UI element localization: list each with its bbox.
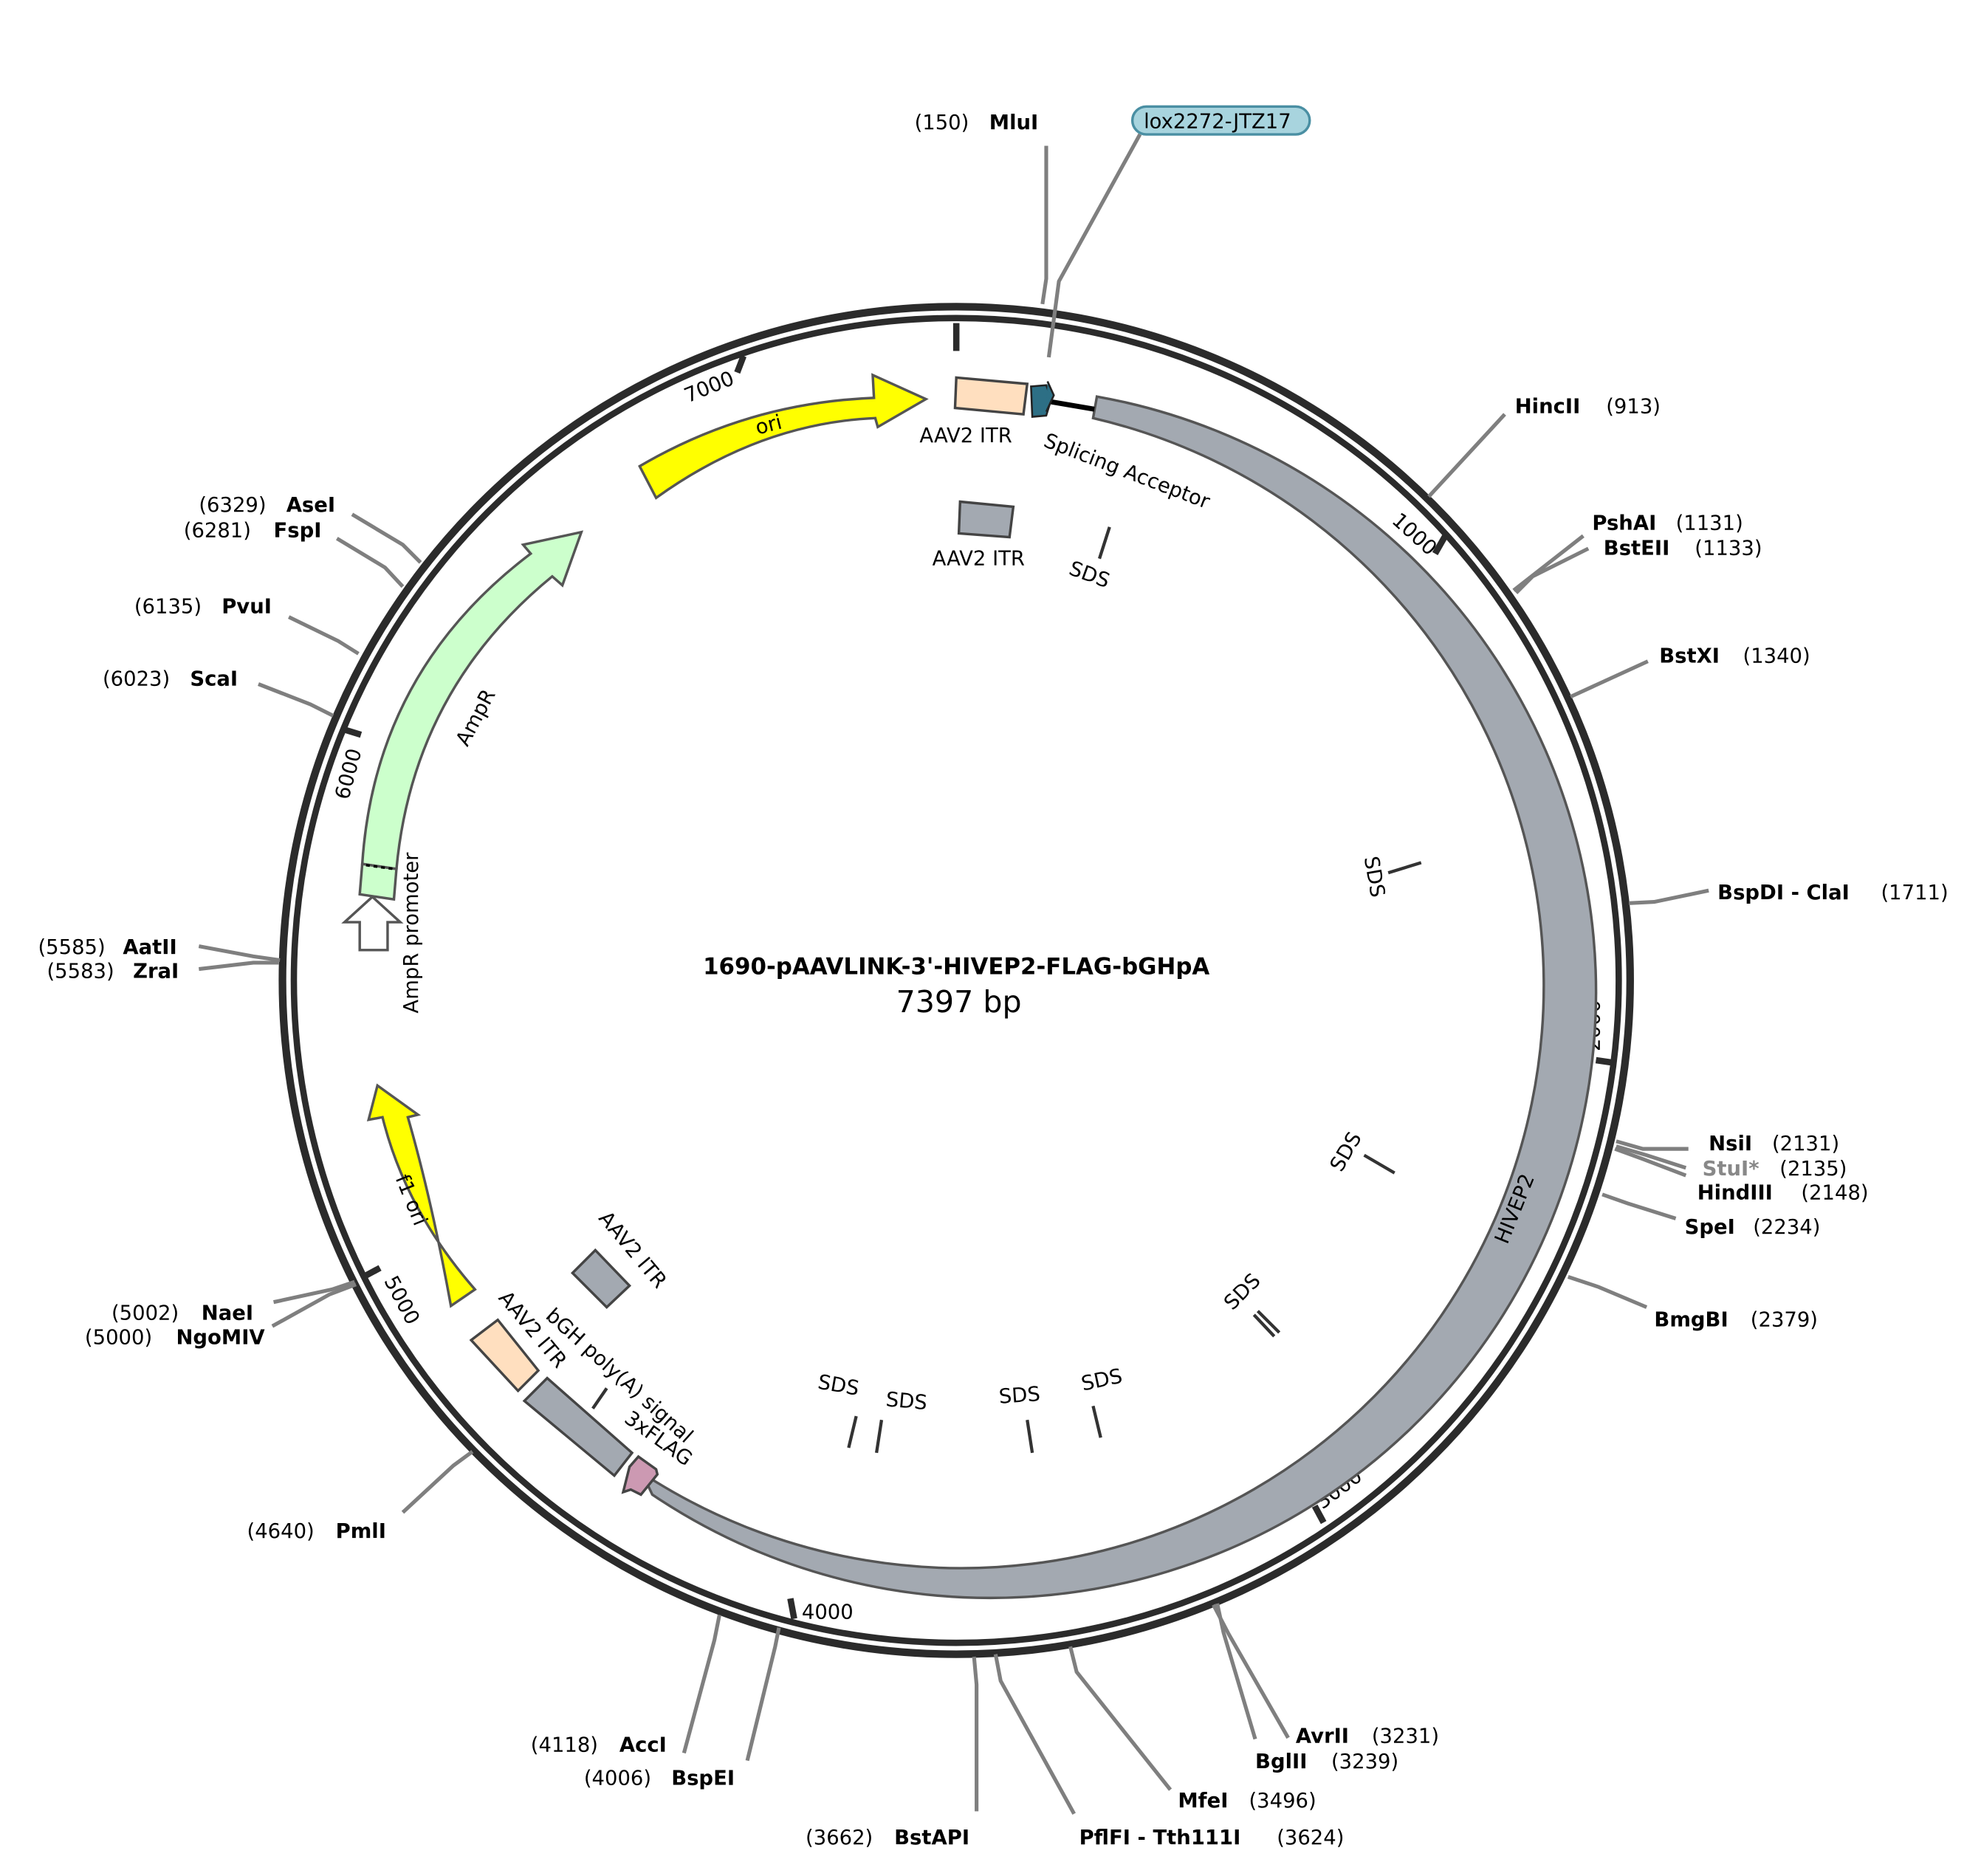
tick-3000 — [1311, 1504, 1327, 1525]
lox-label: lox2272-JTZ17 — [1144, 110, 1291, 133]
enzyme-pflfi-tth111i: PflFI - Tth111I — [1079, 1827, 1241, 1849]
plasmid-length: 7397 bp — [896, 984, 1022, 1020]
tick-7000 — [734, 354, 746, 374]
enzyme-bmgbi: BmgBI — [1654, 1308, 1728, 1331]
enzyme-naei-pos: (5002) — [111, 1302, 179, 1325]
enzyme-nsii-pos: (2131) — [1772, 1133, 1839, 1155]
backbone — [278, 303, 1634, 1658]
enzyme-avrii: AvrII — [1296, 1725, 1349, 1748]
enzyme-mlui: MluI — [989, 111, 1038, 134]
sds-label-2: SDS — [1359, 854, 1389, 899]
enzyme-mfei-pos: (3496) — [1249, 1790, 1316, 1813]
enzyme-pshai-pos: (1131) — [1676, 512, 1743, 535]
enzyme-mlui-pos: (150) — [915, 111, 969, 134]
enzyme-scai-pos: (6023) — [103, 667, 170, 690]
enzyme-bstapi: BstAPI — [894, 1827, 969, 1849]
feature-ori: ori — [638, 373, 929, 500]
enzyme-bsteii: BstEII — [1604, 537, 1670, 560]
enzyme-naei: NaeI — [202, 1302, 253, 1325]
enzyme-bglii: BglII — [1255, 1750, 1307, 1773]
enzyme-asei: AseI — [286, 494, 335, 517]
enzyme-avrii-pos: (3231) — [1372, 1725, 1439, 1748]
sds-label-7: SDS — [885, 1388, 928, 1415]
feature-aav2-itr-inner-lower: AAV2 ITR — [570, 1207, 671, 1309]
enzyme-fspi: FspI — [274, 520, 322, 543]
feature-ampr-promoter: AmpR promoter — [341, 852, 423, 1014]
enzyme-hindiii-pos: (2148) — [1801, 1182, 1868, 1205]
sds-label-6: SDS — [998, 1383, 1041, 1409]
tick-2000 — [1595, 1056, 1615, 1066]
enzyme-acci-pos: (4118) — [531, 1734, 598, 1757]
feature-f1-ori: f1 ori — [366, 1083, 477, 1308]
tick-1000 — [1432, 534, 1449, 555]
enzyme-pflfi-tth111i-pos: (3624) — [1277, 1827, 1344, 1849]
feature-aav2-itr-top: AAV2 ITR — [919, 376, 1029, 447]
enzyme-bspdi-clai: BspDI - ClaI — [1717, 882, 1850, 904]
enzyme-bspei-pos: (4006) — [584, 1767, 651, 1790]
enzyme-spei: SpeI — [1685, 1216, 1735, 1239]
enzyme-aatii-pos: (5585) — [38, 936, 105, 959]
sds-label-3: SDS — [1326, 1128, 1367, 1175]
enzyme-bsteii-pos: (1133) — [1695, 537, 1762, 560]
enzyme-scai: ScaI — [190, 667, 238, 690]
aav2-itr-top-label: AAV2 ITR — [919, 425, 1012, 447]
sds-label-5: SDS — [1079, 1365, 1125, 1396]
enzyme-bspei: BspEI — [671, 1767, 735, 1790]
enzyme-nsii: NsiI — [1709, 1133, 1752, 1155]
enzyme-zrai: ZraI — [133, 961, 179, 983]
ampr-promoter-label: AmpR promoter — [400, 852, 423, 1014]
enzyme-ngomiv: NgoMIV — [176, 1326, 265, 1349]
enzyme-bstapi-pos: (3662) — [806, 1827, 873, 1849]
enzyme-bmgbi-pos: (2379) — [1751, 1308, 1818, 1331]
feature-ampr: AmpR — [358, 530, 584, 901]
enzyme-ngomiv-pos: (5000) — [85, 1326, 152, 1349]
enzyme-stui-pos: (2135) — [1779, 1158, 1847, 1181]
enzyme-hincii: HincII — [1515, 395, 1581, 418]
enzyme-fspi-pos: (6281) — [184, 520, 251, 543]
enzyme-hindiii: HindIII — [1697, 1182, 1773, 1205]
enzyme-hincii-pos: (913) — [1606, 395, 1661, 418]
enzyme-acci: AccI — [619, 1734, 667, 1757]
tick-label-4000: 4000 — [802, 1601, 854, 1624]
aav2-itr-inner-top-label: AAV2 ITR — [933, 547, 1025, 570]
enzyme-pshai: PshAI — [1592, 512, 1656, 535]
enzyme-pvui: PvuI — [222, 595, 272, 618]
plasmid-title: 1690-pAAVLINK-3'-HIVEP2-FLAG-bGHpA 7397 … — [703, 953, 1209, 1019]
feature-lox2272: lox2272-JTZ17 — [1046, 105, 1311, 358]
tick-4000 — [787, 1598, 797, 1620]
enzyme-leaders — [198, 145, 1709, 1815]
enzyme-pvui-pos: (6135) — [134, 595, 202, 618]
sds-label-8: SDS — [816, 1371, 861, 1401]
enzyme-bstxi-pos: (1340) — [1743, 645, 1810, 667]
enzyme-bstxi: BstXI — [1659, 645, 1720, 667]
feature-aav2-itr-lower: AAV2 ITR — [469, 1287, 571, 1393]
feature-aav2-itr-inner-top: AAV2 ITR — [933, 500, 1025, 570]
tick-6000 — [343, 726, 363, 738]
enzyme-aatii: AatII — [123, 936, 176, 959]
enzyme-pmli-pos: (4640) — [247, 1520, 315, 1543]
enzyme-pmli: PmlI — [336, 1520, 386, 1543]
ticks — [343, 323, 1615, 1620]
enzyme-zrai-pos: (5583) — [47, 961, 114, 983]
enzyme-bglii-pos: (3239) — [1331, 1750, 1398, 1773]
sds-label-4: SDS — [1220, 1269, 1265, 1314]
enzyme-asei-pos: (6329) — [199, 494, 266, 517]
plasmid-name: 1690-pAAVLINK-3'-HIVEP2-FLAG-bGHpA — [703, 953, 1209, 980]
enzyme-mfei: MfeI — [1178, 1790, 1228, 1813]
enzyme-bspdi-clai-pos: (1711) — [1881, 882, 1948, 904]
tick-5000 — [362, 1265, 382, 1280]
enzyme-stui: StuI* — [1703, 1158, 1759, 1181]
enzyme-spei-pos: (2234) — [1753, 1216, 1820, 1239]
sds-markers — [591, 526, 1422, 1454]
sds-label-1: SDS — [1066, 557, 1113, 593]
enzyme-labels: (150) MluI HincII (913) PshAI (1131) Bst… — [38, 111, 1948, 1849]
ampr-label: AmpR — [452, 686, 501, 750]
